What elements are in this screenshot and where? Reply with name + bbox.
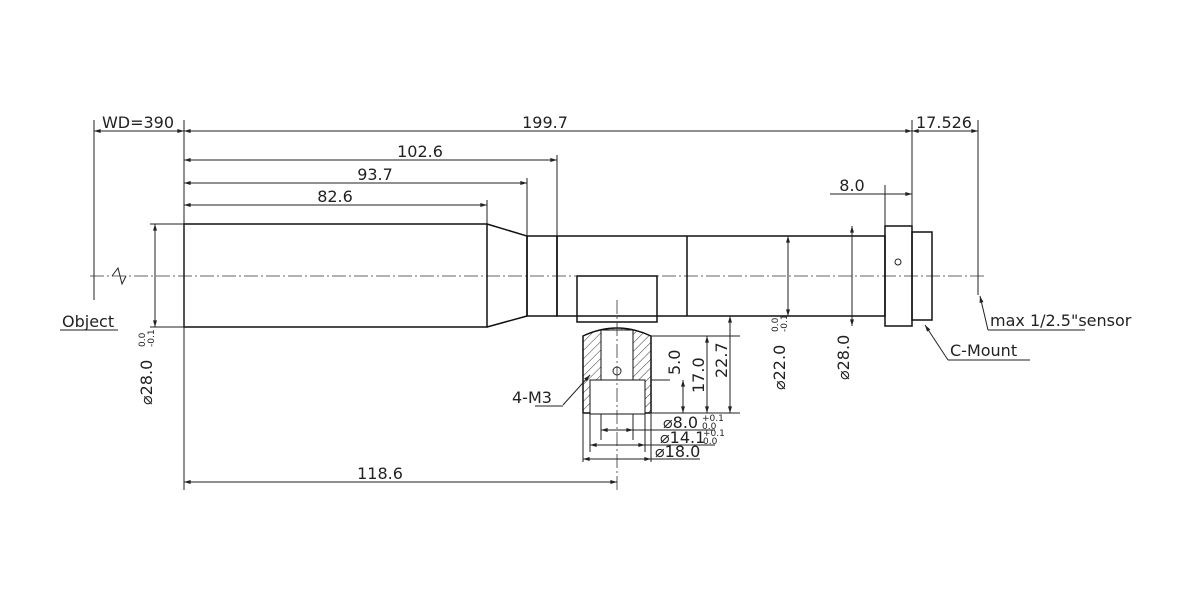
back-focus-dimension: 17.526 — [916, 113, 972, 132]
height-17-0: 17.0 — [689, 357, 708, 393]
height-5-0: 5.0 — [665, 350, 684, 375]
svg-text:+0.1: +0.1 — [702, 414, 724, 424]
dia-18-0: ⌀18.0 — [655, 442, 700, 461]
mount-clamp — [582, 300, 652, 490]
length-93-7: 93.7 — [357, 165, 393, 184]
c-mount-label: C-Mount — [950, 341, 1017, 360]
svg-text:-0.1: -0.1 — [780, 314, 790, 332]
total-length-dimension: 199.7 — [522, 113, 568, 132]
object-label: Object — [62, 312, 114, 331]
dia-28-left: ⌀28.0 0.0 -0.1 — [137, 329, 157, 405]
dia-22: ⌀22.0 0.0 -0.1 — [770, 314, 790, 390]
lens-body — [183, 223, 933, 328]
dia-8-0: ⌀8.0 +0.1 0.0 — [663, 413, 724, 432]
length-82-6: 82.6 — [317, 187, 353, 206]
length-102-6: 102.6 — [397, 142, 443, 161]
mount-length-8-0: 8.0 — [839, 176, 864, 195]
sensor-label: max 1/2.5"sensor — [990, 311, 1132, 330]
dia-14-1: ⌀14.1 +0.1 0.0 — [660, 428, 725, 447]
svg-text:⌀28.0: ⌀28.0 — [137, 360, 156, 405]
dimension-lines — [60, 120, 1085, 490]
wd-dimension: WD=390 — [102, 113, 174, 132]
svg-text:⌀22.0: ⌀22.0 — [770, 345, 789, 390]
height-22-7: 22.7 — [712, 342, 731, 378]
svg-text:⌀14.1: ⌀14.1 — [660, 428, 705, 447]
svg-text:+0.1: +0.1 — [703, 429, 725, 439]
svg-text:⌀8.0: ⌀8.0 — [663, 413, 698, 432]
svg-text:0.0: 0.0 — [702, 422, 717, 432]
svg-text:0.0: 0.0 — [703, 437, 718, 447]
thread-label: 4-M3 — [512, 388, 552, 407]
svg-text:0.0: 0.0 — [138, 332, 148, 347]
break-symbol — [111, 266, 127, 286]
dia-28-right: ⌀28.0 — [834, 335, 853, 380]
length-118-6: 118.6 — [357, 464, 403, 483]
svg-text:-0.1: -0.1 — [147, 329, 157, 347]
svg-text:0.0: 0.0 — [771, 317, 781, 332]
